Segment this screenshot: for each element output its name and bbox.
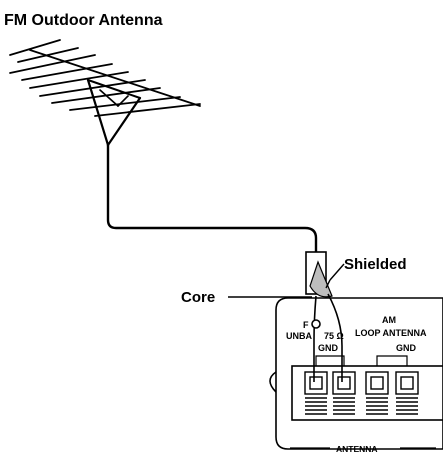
cable-wires xyxy=(311,293,343,382)
terminal-am-gnd xyxy=(395,371,419,415)
antenna-footer-label: ANTENNA xyxy=(336,444,378,454)
coax-cable-end xyxy=(305,251,333,298)
am-label: AM xyxy=(382,315,396,325)
terminal-fm-75-ohm xyxy=(304,371,328,415)
fm-antenna-illustration xyxy=(9,39,201,147)
terminal-fm-gnd xyxy=(332,371,356,415)
terminal-am-loop xyxy=(365,371,389,415)
shielded-label: Shielded xyxy=(344,256,407,273)
unbal-label: UNBA xyxy=(286,331,312,341)
core-label: Core xyxy=(181,289,215,306)
fm-gnd-label: GND xyxy=(318,343,339,353)
am-gnd-label: GND xyxy=(396,343,417,353)
fm-label: F xyxy=(303,320,309,330)
antenna-terminal-panel xyxy=(269,297,443,450)
antenna-cable xyxy=(106,143,318,254)
loop-antenna-label: LOOP ANTENNA xyxy=(355,328,427,338)
diagram-title: FM Outdoor Antenna xyxy=(4,12,163,29)
shielded-callout: Shielded xyxy=(325,256,407,289)
core-callout: Core xyxy=(181,289,312,306)
ohm-label: 75 Ω xyxy=(324,331,344,341)
